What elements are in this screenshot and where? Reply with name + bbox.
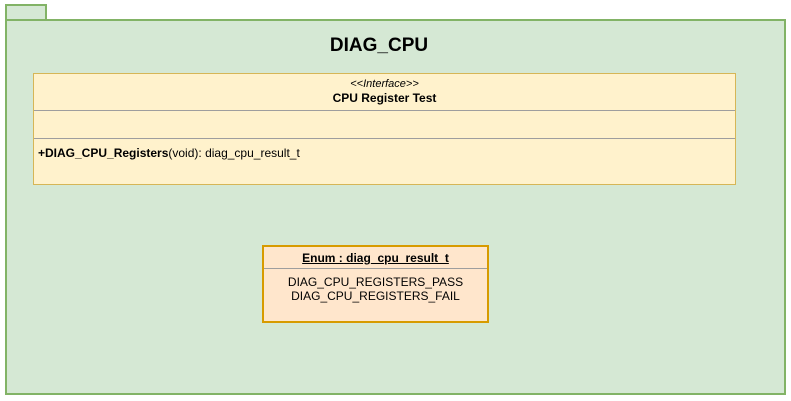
enum-value-pass: DIAG_CPU_REGISTERS_PASS [287, 275, 464, 289]
compartment-divider [264, 268, 487, 269]
compartment-divider [34, 110, 735, 111]
enum-box[interactable]: Enum : diag_cpu_result_t DIAG_CPU_REGIST… [262, 245, 489, 323]
interface-stereotype: <<Interface>> [350, 78, 419, 90]
method-name: +DIAG_CPU_Registers [38, 146, 169, 160]
enum-title: Enum : diag_cpu_result_t [302, 250, 449, 265]
enum-values-compartment: DIAG_CPU_REGISTERS_PASS DIAG_CPU_REGISTE… [264, 269, 487, 321]
interface-methods-compartment: +DIAG_CPU_Registers(void): diag_cpu_resu… [34, 139, 735, 184]
interface-class-box[interactable]: <<Interface>> CPU Register Test +DIAG_CP… [33, 73, 736, 185]
enum-value-fail: DIAG_CPU_REGISTERS_FAIL [291, 289, 460, 303]
interface-title-compartment: <<Interface>> CPU Register Test [34, 74, 735, 110]
package-title: DIAG_CPU [329, 35, 429, 56]
compartment-divider [34, 138, 735, 139]
interface-name: CPU Register Test [332, 91, 437, 105]
package-diag-cpu[interactable]: DIAG_CPU <<Interface>> CPU Register Test… [5, 19, 786, 395]
method-signature: (void): diag_cpu_result_t [168, 146, 300, 160]
package-tab[interactable] [5, 4, 47, 19]
interface-attributes-compartment [34, 111, 735, 138]
